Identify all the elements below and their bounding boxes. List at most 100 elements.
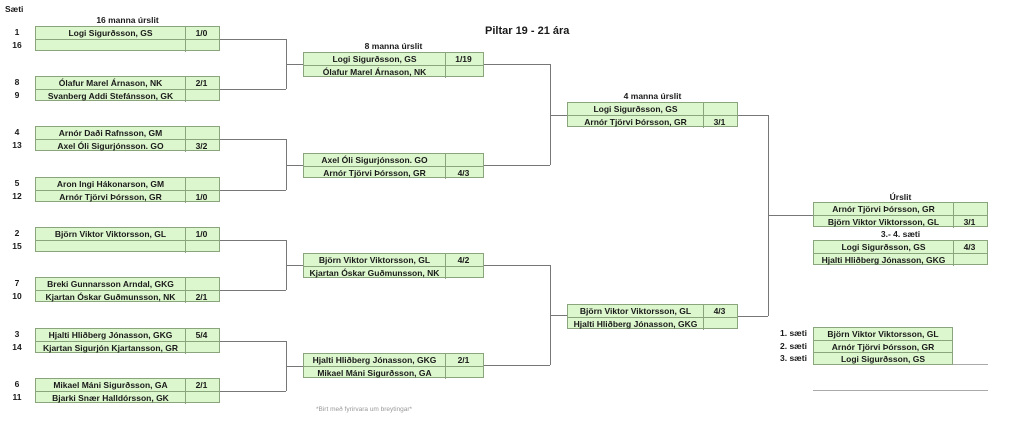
- match-row: Aron Ingi Hákonarson, GM: [36, 178, 219, 191]
- match-score: [184, 90, 219, 103]
- player-name: Björn Viktor Viktorsson, GL: [814, 215, 954, 228]
- player-name: Hjalti Hliðberg Jónasson, GKG: [36, 329, 186, 341]
- match-row: Arnór Tjörvi Þórsson, GR 1/0: [36, 190, 219, 203]
- match-row: Hjalti Hliðberg Jónasson, GKG 2/1: [304, 354, 483, 367]
- bracket-connector: [768, 215, 813, 216]
- seed-number: 8: [14, 77, 20, 87]
- round-of-16-match: Björn Viktor Viktorsson, GL 1/0: [35, 227, 220, 254]
- match-row: Axel Óli Sigurjónsson. GO: [304, 154, 483, 167]
- player-name: Logi Sigurðsson, GS: [814, 241, 954, 253]
- seed-number: 2: [14, 228, 20, 238]
- match-score: 5/4: [195, 330, 208, 340]
- player-name: Björn Viktor Viktorsson, GL: [568, 305, 704, 317]
- match-score: 4/3: [713, 306, 726, 316]
- seed-number: 15: [12, 240, 22, 251]
- seed-number: 6: [14, 379, 20, 389]
- match-score: 2/1: [195, 78, 208, 88]
- bracket-connector: [738, 316, 768, 317]
- match-row: Mikael Máni Sigurðsson, GA: [304, 366, 483, 380]
- seed-number: 9: [14, 89, 20, 100]
- bracket-connector: [738, 115, 768, 116]
- match-score: 4/3: [457, 167, 470, 178]
- bracket-connector: [220, 341, 286, 342]
- seed-number: 13: [12, 139, 22, 150]
- match-row: Logi Sigurðsson, GS: [568, 103, 737, 116]
- bracket-connector: [220, 39, 286, 40]
- match-score: 4/2: [457, 255, 470, 265]
- seed-number: 5: [14, 178, 20, 188]
- match-score: 3/2: [195, 140, 208, 151]
- match-score: 1/0: [195, 191, 208, 202]
- match-score: [702, 318, 737, 331]
- player-name: [36, 240, 186, 253]
- semifinal-label: 4 manna úrslit: [623, 91, 682, 101]
- match-row: Breki Gunnarsson Arndal, GKG: [36, 278, 219, 291]
- match-row: Kjartan Óskar Guðmunsson, NK: [304, 266, 483, 279]
- bracket-connector: [550, 315, 567, 316]
- player-name: Axel Óli Sigurjónsson. GO: [304, 154, 446, 166]
- player-name: Ólafur Marel Árnason, NK: [304, 65, 446, 78]
- player-name: Arnór Tjörvi Þórsson, GR: [36, 190, 186, 203]
- match-score: [184, 241, 219, 254]
- final-label: Úrslit: [889, 192, 912, 202]
- standings-player: Logi Sigurðsson, GS: [840, 354, 926, 365]
- player-name: Logi Sigurðsson, GS: [568, 103, 704, 115]
- player-name: Arnór Tjörvi Þórsson, GR: [304, 166, 446, 179]
- bracket-connector: [286, 265, 303, 266]
- round-of-16-label: 16 manna úrslit: [96, 15, 159, 25]
- player-name: Logi Sigurðsson, GS: [36, 27, 186, 39]
- match-row: Svanberg Addi Stefánsson, GK: [36, 89, 219, 103]
- player-name: Hjalti Hliðberg Jónasson, GKG: [814, 253, 954, 266]
- match-score: 2/1: [457, 355, 470, 365]
- bracket-connector: [484, 365, 550, 366]
- player-name: Kjartan Óskar Guðmunsson, NK: [36, 290, 186, 303]
- seed-number: 16: [12, 39, 22, 50]
- bracket-connector: [484, 64, 550, 65]
- match-score: 1/0: [195, 28, 208, 38]
- match-score: 3/1: [713, 116, 726, 127]
- standings-place: 2. sæti: [780, 340, 807, 351]
- seed-number: 1: [14, 27, 20, 37]
- match-score: 2/1: [195, 380, 208, 390]
- bracket-connector: [220, 190, 286, 191]
- player-name: Svanberg Addi Stefánsson, GK: [36, 89, 186, 102]
- match-row: Björn Viktor Viktorsson, GL 4/2: [304, 254, 483, 267]
- match-row: Björn Viktor Viktorsson, GL 4/3: [568, 305, 737, 318]
- match-score: [444, 367, 483, 380]
- standings-row: Björn Viktor Viktorsson, GL: [814, 328, 952, 341]
- match-score: 2/1: [195, 291, 208, 302]
- player-name: Björn Viktor Viktorsson, GL: [304, 254, 446, 266]
- bracket-connector: [220, 89, 286, 90]
- match-score: 1/0: [195, 229, 208, 239]
- quarterfinal-label: 8 manna úrslit: [364, 41, 423, 51]
- match-row: Arnór Tjörvi Þórsson, GR 4/3: [304, 166, 483, 179]
- player-name: Mikael Máni Sigurðsson, GA: [304, 366, 446, 379]
- match-score: [702, 103, 737, 115]
- standings-place: 3. sæti: [780, 353, 807, 364]
- player-name: Björn Viktor Viktorsson, GL: [36, 228, 186, 240]
- seed-column-header: Sæti: [5, 4, 24, 14]
- standings-player: Arnór Tjörvi Þórsson, GR: [831, 341, 935, 352]
- player-name: Hjalti Hliðberg Jónasson, GKG: [304, 354, 446, 366]
- match-row: Björn Viktor Viktorsson, GL 1/0: [36, 228, 219, 241]
- bracket-connector: [286, 165, 303, 166]
- match-score: [184, 342, 219, 355]
- match-score: [444, 154, 483, 166]
- seed-number: 7: [14, 278, 20, 288]
